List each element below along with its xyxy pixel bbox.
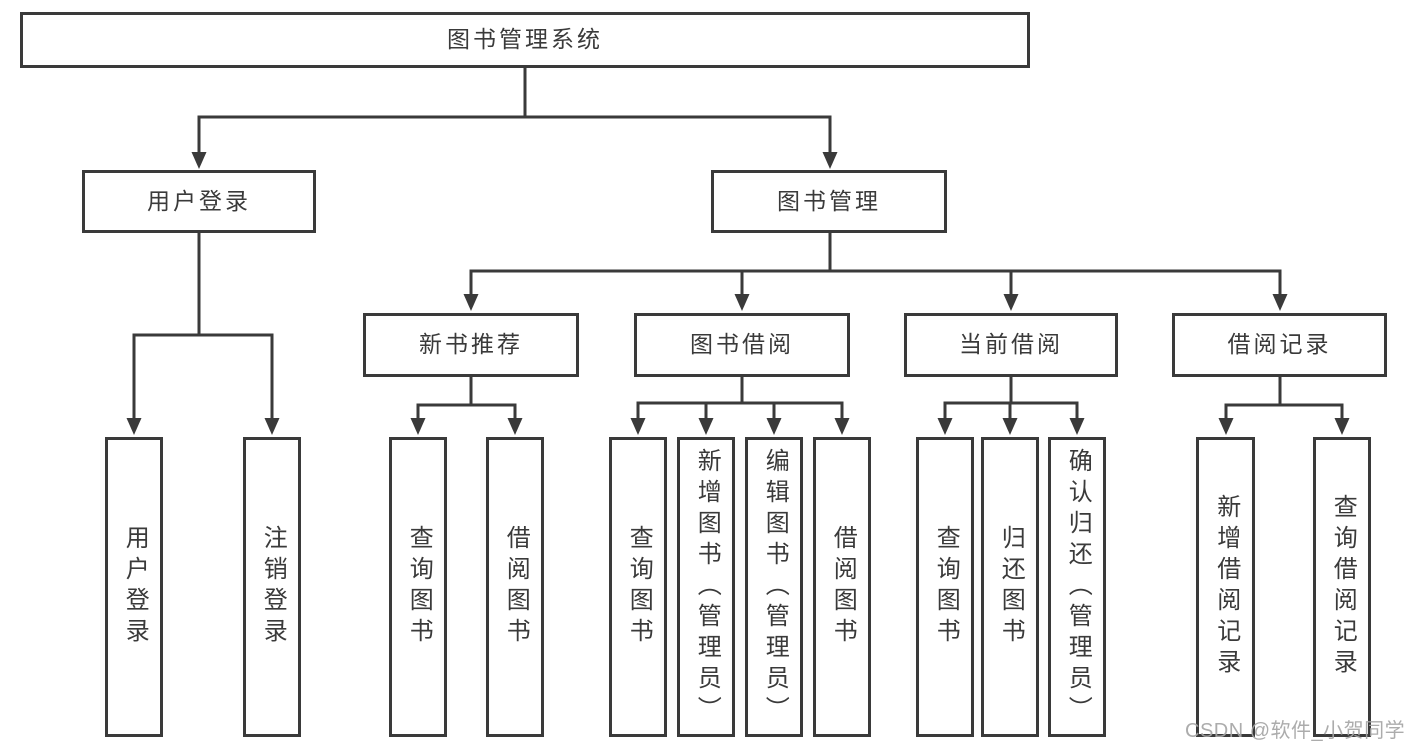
node-new-book-recommend: 新书推荐 (363, 313, 579, 377)
leaf-edit-book-admin: 编辑图书（管理员） (745, 437, 803, 737)
leaf-query-book-current: 查询图书 (916, 437, 974, 737)
leaf-borrow-book-borrowing: 借阅图书 (813, 437, 871, 737)
node-book-borrowing: 图书借阅 (634, 313, 850, 377)
leaf-query-book-borrowing: 查询图书 (609, 437, 667, 737)
leaf-confirm-return-admin: 确认归还（管理员） (1048, 437, 1106, 737)
node-root-system: 图书管理系统 (20, 12, 1030, 68)
leaf-query-book-newbooks: 查询图书 (389, 437, 447, 737)
leaf-add-borrow-record: 新增借阅记录 (1196, 437, 1255, 737)
node-book-management: 图书管理 (711, 170, 947, 233)
csdn-watermark: CSDN @软件_小贺同学 (1185, 720, 1405, 742)
leaf-user-login: 用户登录 (105, 437, 163, 737)
leaf-borrow-book-newbooks: 借阅图书 (486, 437, 544, 737)
leaf-return-book: 归还图书 (981, 437, 1039, 737)
node-borrowing-records: 借阅记录 (1172, 313, 1387, 377)
leaf-add-book-admin: 新增图书（管理员） (677, 437, 735, 737)
leaf-logout: 注销登录 (243, 437, 301, 737)
leaf-query-borrow-record: 查询借阅记录 (1313, 437, 1371, 737)
node-user-login: 用户登录 (82, 170, 316, 233)
node-current-borrowing: 当前借阅 (904, 313, 1118, 377)
